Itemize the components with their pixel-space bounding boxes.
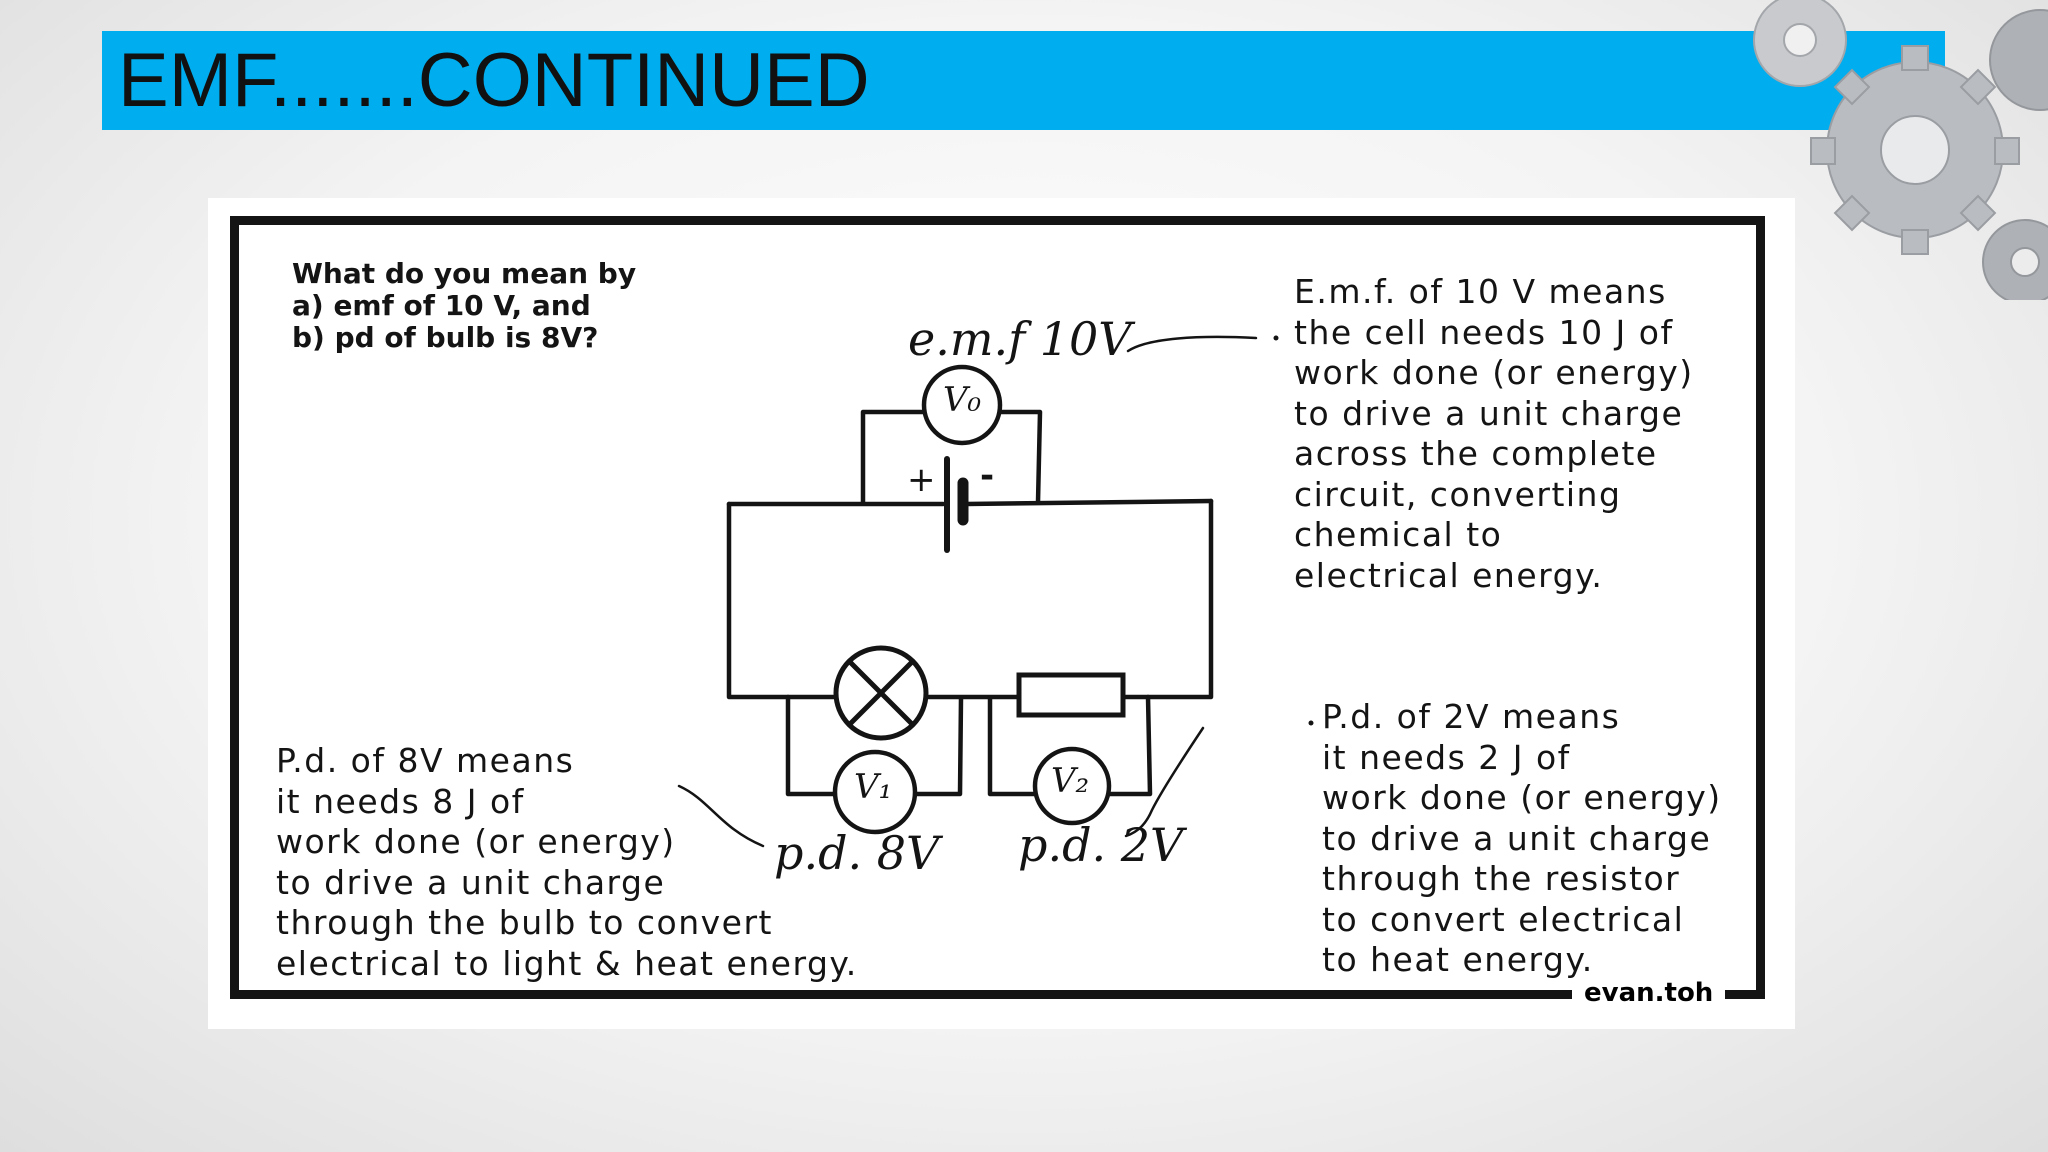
circuit-wire [998,409,1043,505]
author-credit: evan.toh [1572,978,1726,1008]
emf-pointer [1126,335,1258,353]
voltmeter-v0-symbol [921,364,1003,446]
diagram-frame [230,216,1765,999]
circuit-wire [963,498,1214,507]
pd-resistor-label: p.d. 2V [1018,818,1184,872]
gear-large-icon [1810,45,2020,255]
cell-symbol [944,456,969,553]
question-line-2: a) emf of 10 V, and [292,289,591,322]
question-line-1: What do you mean by [292,257,637,290]
voltmeter-v0-label: V₀ [943,380,982,420]
circuit-wire [860,409,926,506]
pointer-dot [1273,335,1279,341]
bulb-explanation: P.d. of 8V means it needs 8 J of work do… [276,741,858,983]
voltmeter-v2-label: V₂ [1051,761,1090,801]
circuit-wire [785,694,838,797]
emf-explanation: E.m.f. of 10 V means the cell needs 10 J… [1294,272,1694,595]
gears-decoration [1753,0,2048,300]
resistor-pointer [1124,726,1205,838]
circuit-wire [726,501,839,700]
voltmeter-v1-symbol [832,749,918,835]
title-bar: EMF.......CONTINUED [102,31,1945,130]
question-line-3: b) pd of bulb is 8V? [292,321,599,354]
slide-title: EMF.......CONTINUED [118,38,870,123]
cell-plus-sign: + [907,460,936,500]
circuit-wire [1106,694,1153,797]
bulb-pointer [677,784,765,848]
diagram-panel: V₀ V₁ V₂ + - e.m.f 10V p.d. 8V p.d. 2V W… [208,198,1795,1029]
cell-minus-sign: - [980,456,995,496]
circuit-wire [1118,498,1214,700]
voltmeter-v1-label: V₁ [854,767,893,807]
gear-edge-icon [1982,9,2048,300]
circuit-wire [912,695,964,797]
bulb-symbol [833,645,929,741]
resistor-explanation: P.d. of 2V means it needs 2 J of work do… [1322,697,1722,979]
voltmeter-v2-symbol [1032,746,1112,826]
pointer-dot [1308,720,1314,726]
gear-small-icon [1753,0,1847,87]
pd-bulb-label: p.d. 8V [774,826,940,880]
resistor-symbol [1016,672,1126,718]
circuit-diagram [677,335,1314,848]
circuit-wire [987,695,1037,797]
emf-label: e.m.f 10V [908,312,1132,366]
